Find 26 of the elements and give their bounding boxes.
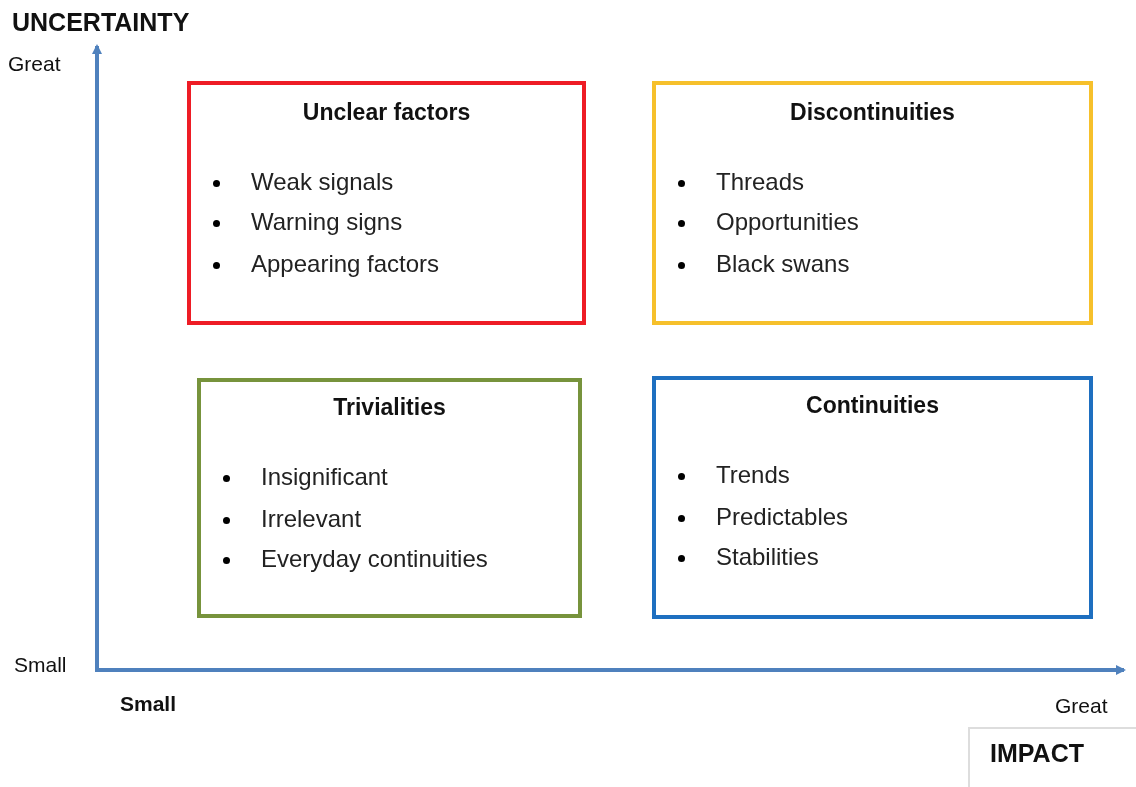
box-heading: Trivialities <box>332 394 447 421</box>
list-item: Everyday continuities <box>261 545 488 573</box>
box-heading: Continuities <box>805 392 940 419</box>
list-item: Warning signs <box>251 208 403 236</box>
list-item: Weak signals <box>251 168 394 196</box>
list-item: Appearing factors <box>251 250 440 278</box>
category-box <box>197 378 582 618</box>
box-heading: Unclear factors <box>301 99 472 126</box>
axis-tick-label: Great <box>8 52 61 76</box>
axis-title: UNCERTAINTY <box>12 8 190 37</box>
list-item: Trends <box>716 461 790 489</box>
category-box <box>652 81 1093 325</box>
axis-title: IMPACT <box>968 727 1136 787</box>
list-item: Irrelevant <box>261 505 362 533</box>
box-heading: Discontinuities <box>789 99 956 126</box>
axis-tick-label: Small <box>14 653 67 677</box>
axis-tick-label: Great <box>1055 694 1108 718</box>
list-item: Opportunities <box>716 208 859 236</box>
list-item: Stabilities <box>716 543 819 571</box>
list-item: Black swans <box>716 250 850 278</box>
category-box <box>652 376 1093 619</box>
list-item: Threads <box>716 168 805 196</box>
list-item: Insignificant <box>261 463 388 491</box>
category-box <box>187 81 586 325</box>
list-item: Predictables <box>716 503 849 531</box>
axis-tick-label: Small <box>120 692 177 716</box>
